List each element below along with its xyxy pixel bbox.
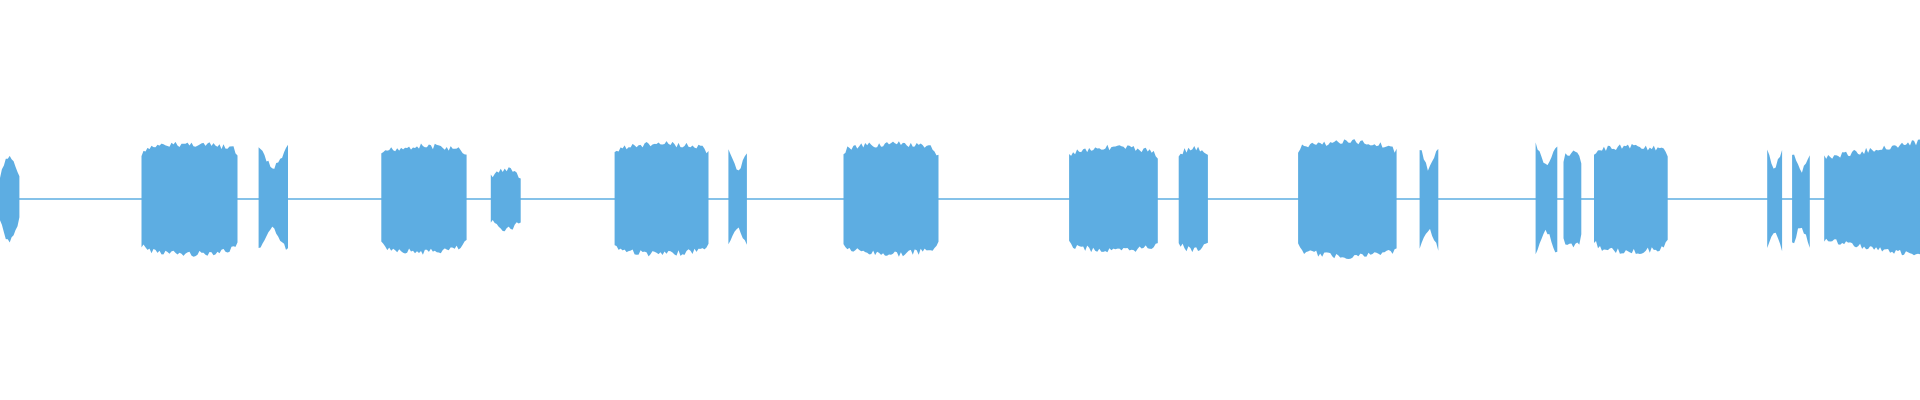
waveform-segment-4 xyxy=(381,143,467,255)
waveform-segment-11 xyxy=(1298,139,1397,259)
waveform-segment-18 xyxy=(1824,139,1920,256)
waveform-segment-13 xyxy=(1535,142,1558,255)
waveform-segment-12 xyxy=(1419,148,1439,251)
waveform-segment-10 xyxy=(1178,146,1208,253)
waveform-segment-8 xyxy=(843,141,939,257)
waveform-segment-16 xyxy=(1767,149,1783,252)
waveform-segment-14 xyxy=(1563,150,1582,248)
waveform-segment-7 xyxy=(728,149,747,245)
waveform-segment-1 xyxy=(0,155,20,243)
waveform-segment-6 xyxy=(614,141,709,257)
waveform-segment-17 xyxy=(1792,154,1810,248)
waveform-segment-3 xyxy=(258,144,288,250)
waveform-segment-2 xyxy=(141,141,238,257)
waveform-segment-15 xyxy=(1594,144,1668,254)
waveform-segment-5 xyxy=(490,167,521,232)
waveform-segments xyxy=(0,139,1920,259)
waveform-segment-9 xyxy=(1069,144,1158,253)
